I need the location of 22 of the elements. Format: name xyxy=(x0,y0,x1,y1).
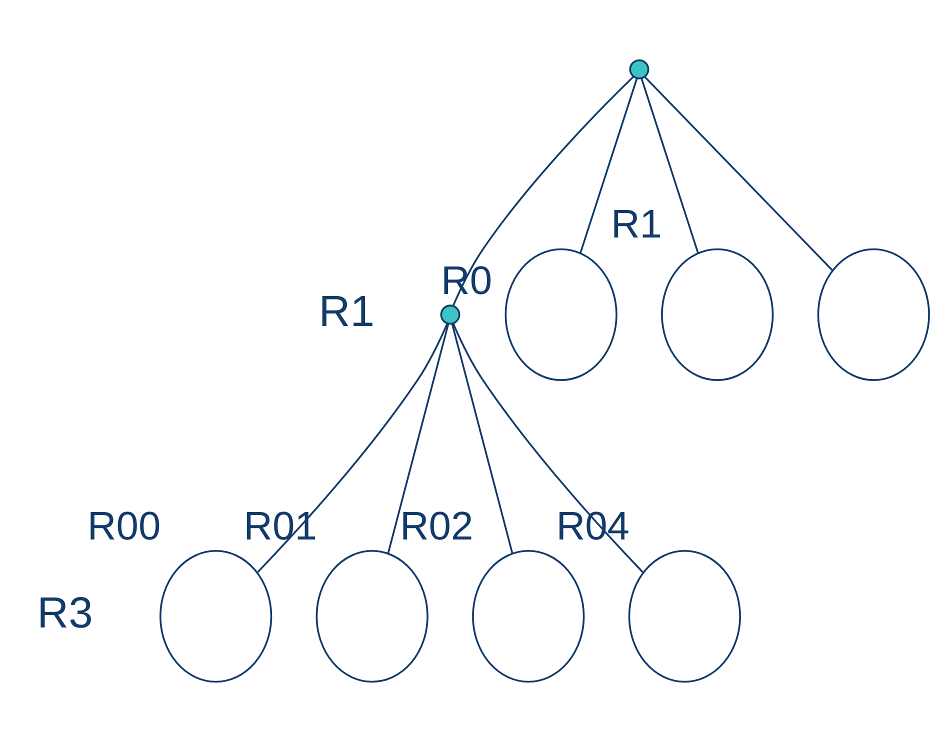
node-circle xyxy=(472,549,585,682)
node-circle xyxy=(316,549,428,682)
label: R1 xyxy=(318,287,375,336)
connector xyxy=(452,322,644,572)
node-circle xyxy=(440,304,460,324)
node-circle xyxy=(817,248,930,380)
node-label: R02 xyxy=(400,504,474,548)
connector xyxy=(452,76,634,306)
connector xyxy=(644,76,833,270)
node-circle xyxy=(629,58,650,79)
node-circle xyxy=(504,248,618,380)
connector xyxy=(257,322,448,572)
connector xyxy=(451,323,514,553)
connector xyxy=(580,78,638,253)
node-circle xyxy=(661,248,774,380)
node-circle xyxy=(160,549,272,682)
node-label: R00 xyxy=(87,504,161,548)
node-circle xyxy=(628,549,741,682)
label: R3 xyxy=(37,589,93,638)
connector xyxy=(640,78,699,253)
connector xyxy=(387,323,450,553)
node-label: R1 xyxy=(610,202,662,246)
